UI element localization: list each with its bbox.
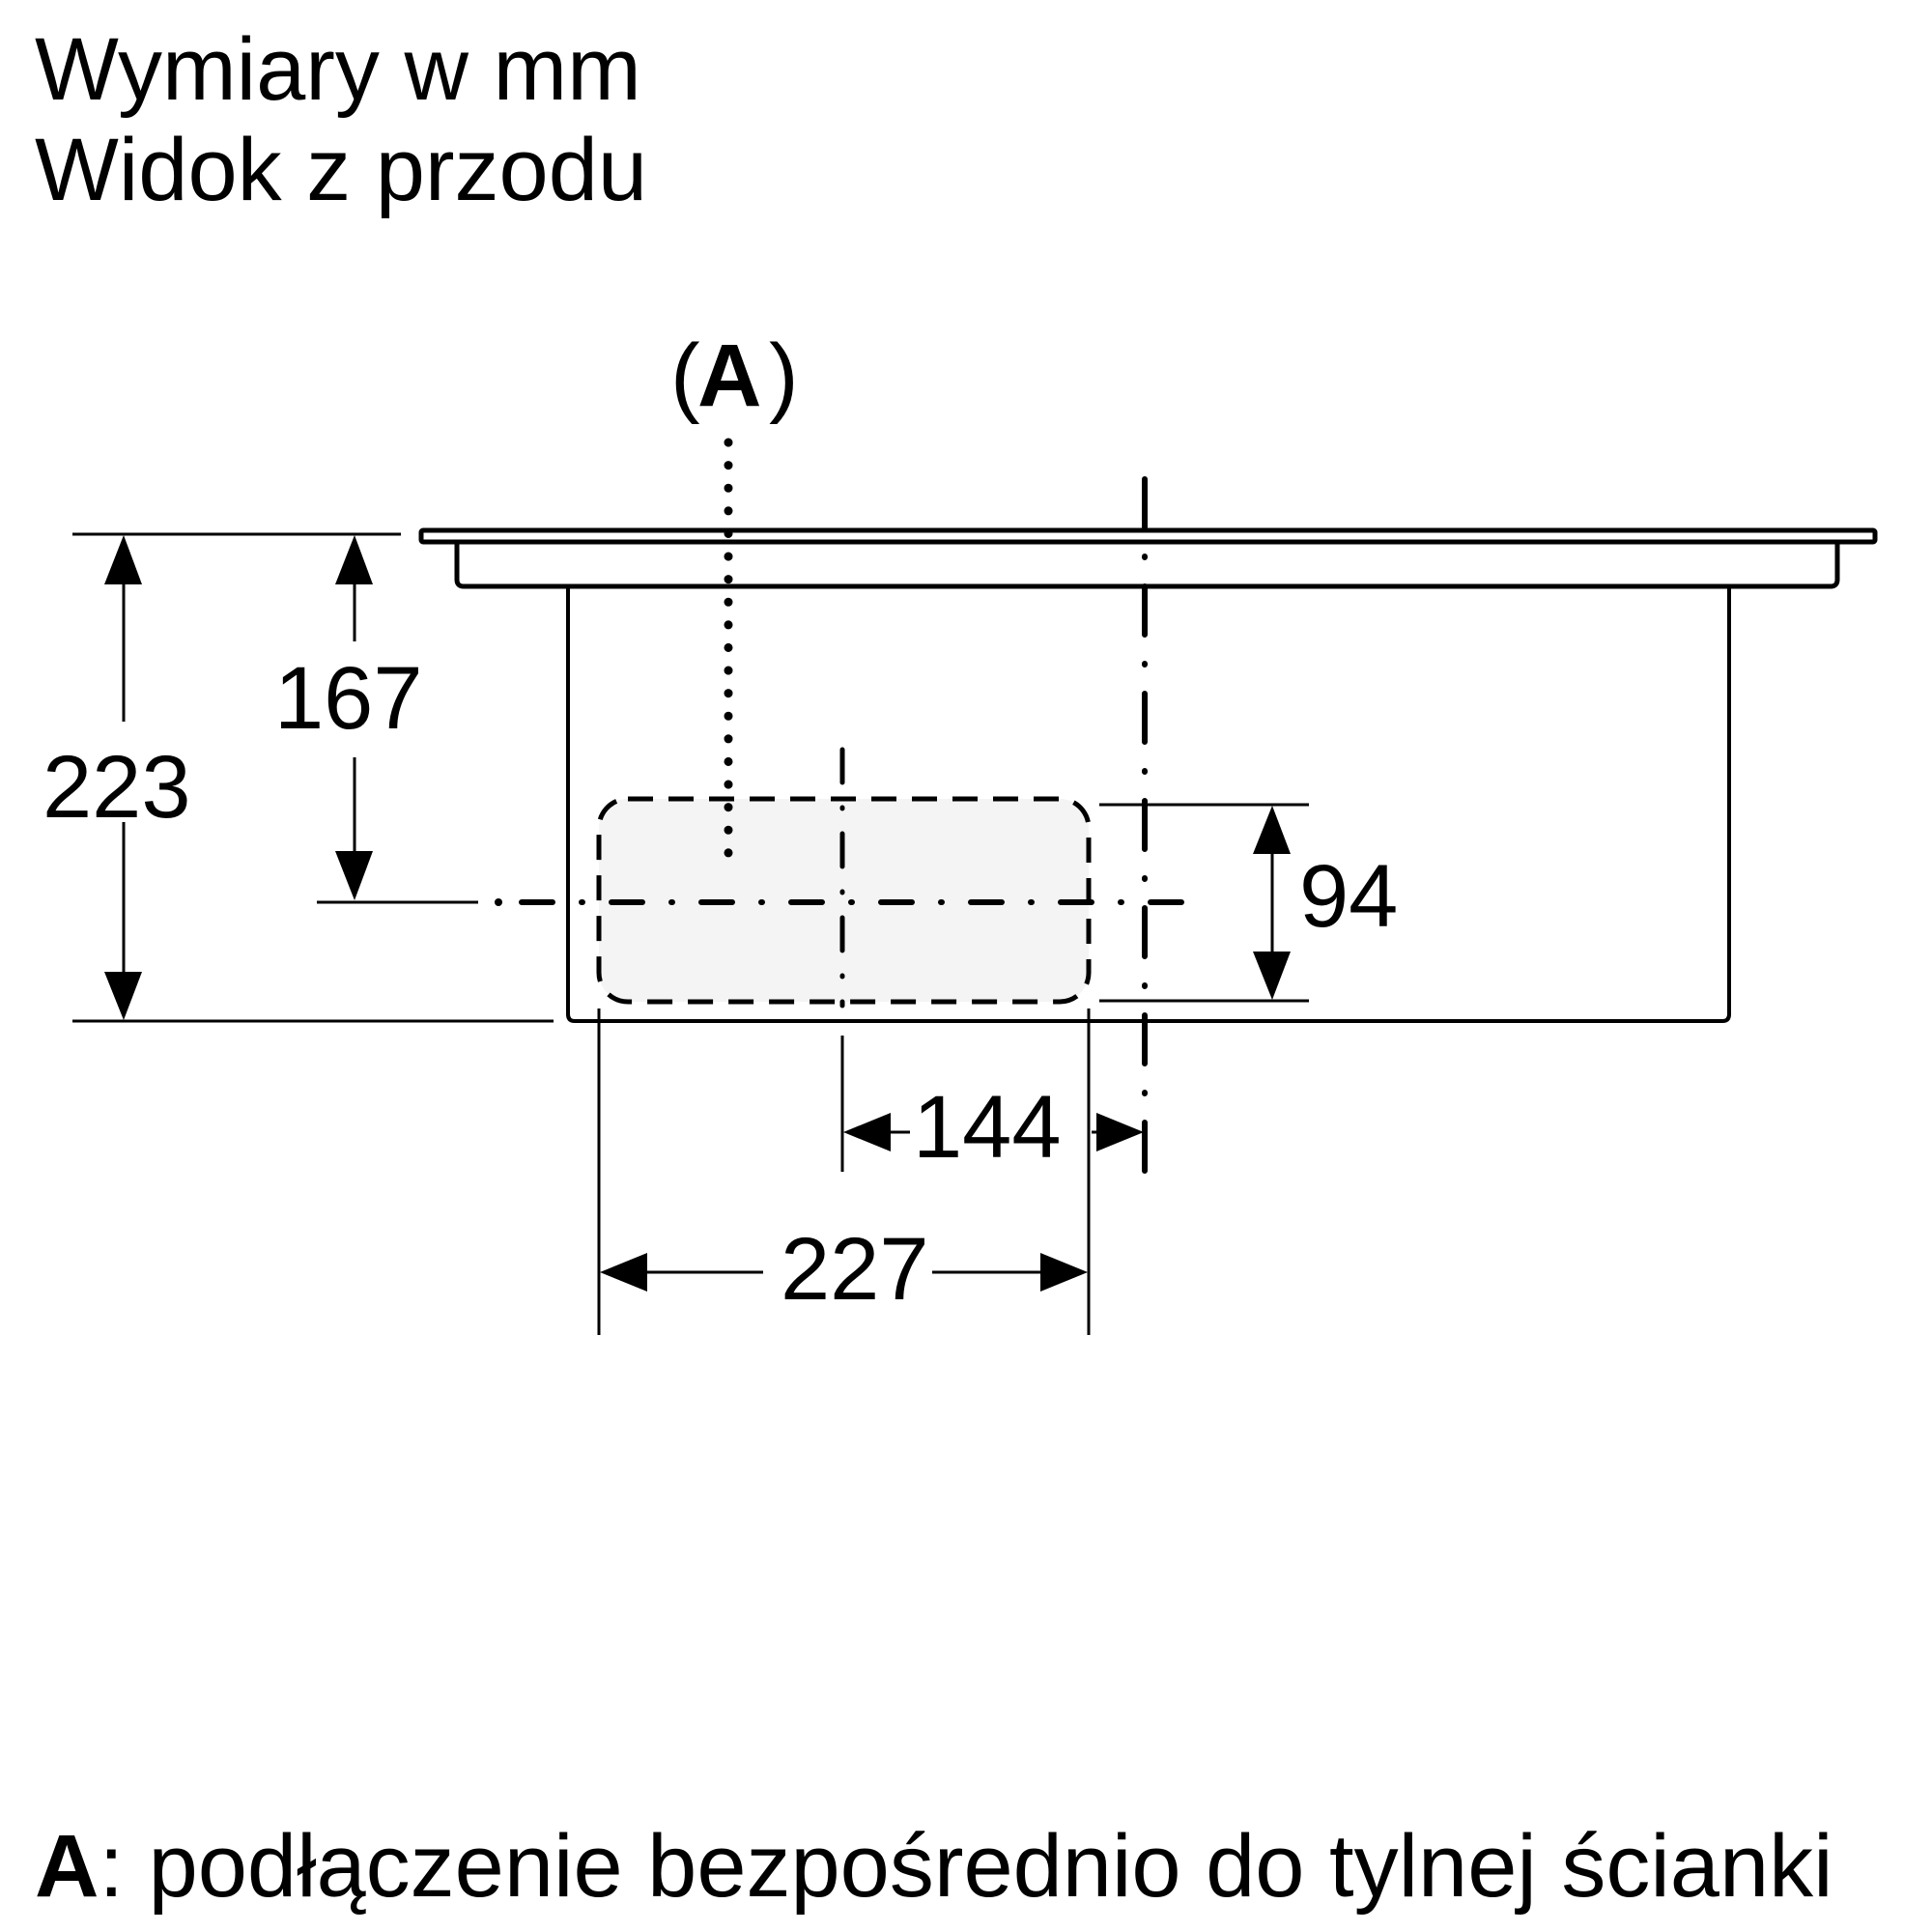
hob-top-plate: [418, 527, 1878, 545]
dimension-167-value: 167: [274, 649, 423, 748]
dimensions-unit-title: Wymiary w mm: [35, 20, 641, 119]
horizontal-center-line: [317, 898, 1196, 906]
dimension-227-value: 227: [781, 1220, 929, 1319]
dimension-227: 227: [600, 1220, 1088, 1319]
legend-key: A: [35, 1817, 99, 1916]
dimension-223: 223: [43, 535, 191, 1020]
view-title: Widok z przodu: [35, 121, 648, 219]
legend-caption: A: podłączenie bezpośrednio do tylnej śc…: [35, 1822, 1833, 1911]
dimension-144-value: 144: [913, 1078, 1062, 1177]
dimension-94-value: 94: [1299, 847, 1398, 946]
appliance-body: [566, 586, 1731, 1023]
legend-text: podłączenie bezpośrednio do tylnej ścian…: [124, 1817, 1833, 1916]
callout-a-letter: A: [697, 327, 761, 425]
dimension-144: 144: [843, 1078, 1144, 1177]
dimension-94: 94: [1253, 806, 1398, 1000]
hob-frame: [454, 542, 1840, 589]
extension-lines: [72, 532, 1309, 1335]
legend-separator: :: [99, 1817, 125, 1916]
dimension-167: 167: [274, 535, 423, 900]
callout-a-open-paren: (: [670, 327, 700, 425]
callout-a-close-paren: ): [769, 327, 799, 425]
dimension-223-value: 223: [43, 738, 191, 837]
